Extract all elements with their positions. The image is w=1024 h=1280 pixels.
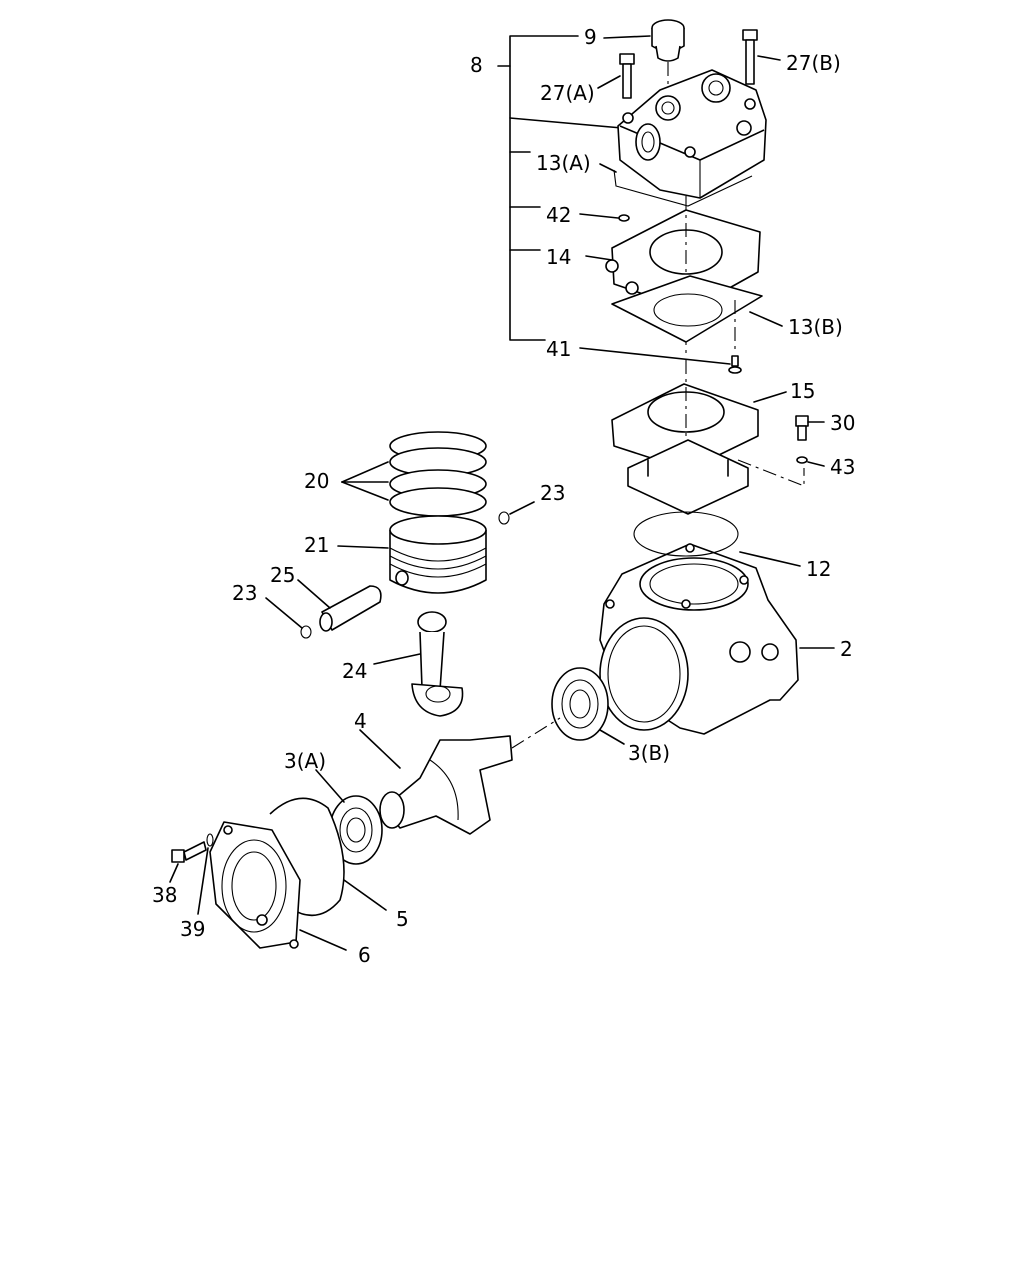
end-cover-6-part [209,821,347,951]
label-27b: 27(B) [786,51,841,75]
piston-pin-25-part [297,579,382,632]
label-38: 38 [152,883,177,907]
cylinder-15-part [611,360,787,515]
snap-ring-23-left-part [265,597,312,639]
gasket-12-part [633,511,801,567]
label-27a: 27(A) [540,81,595,105]
label-23-left: 23 [232,581,257,605]
crankcase-2-part [599,543,835,735]
label-2: 2 [840,637,853,661]
label-24: 24 [342,659,367,683]
label-6: 6 [358,943,371,967]
bolt-27b-part [742,29,781,85]
label-20: 20 [304,469,329,493]
label-5: 5 [396,907,409,931]
label-8: 8 [470,53,483,77]
piston-rings-20-part [341,431,487,517]
connecting-rod-24-part [373,611,464,717]
label-4: 4 [354,709,367,733]
group-8-bracket [497,35,623,341]
piston-21-part [337,515,487,594]
washer-42-part [579,213,630,222]
crankshaft-4-part [359,717,561,835]
label-30: 30 [830,411,855,435]
filler-cap-part [603,19,685,98]
label-39: 39 [180,917,205,941]
cylinder-head-part [617,69,767,199]
bolt-27a-part [597,53,635,99]
label-42: 42 [546,203,571,227]
label-13a: 13(A) [536,151,591,175]
washer-39-part [197,833,214,915]
label-21: 21 [304,533,329,557]
screw-41-part [579,300,742,374]
bearing-3b-part [551,667,625,745]
bolt-30-part [795,415,825,441]
label-3a: 3(A) [284,749,326,773]
gasket-13b-part [611,275,783,343]
washer-43-part [737,456,825,487]
label-15: 15 [790,379,815,403]
label-12: 12 [806,557,831,581]
label-3b: 3(B) [628,741,670,765]
label-9: 9 [584,25,597,49]
label-14: 14 [546,245,571,269]
label-25: 25 [270,563,295,587]
part-labels: 9 8 27(A) 27(B) 13(A) 42 14 13(B) 41 15 … [152,25,855,967]
label-13b: 13(B) [788,315,843,339]
label-41: 41 [546,337,571,361]
label-23-right: 23 [540,481,565,505]
snap-ring-23-right-part [498,501,535,525]
bearing-3a-part [315,769,383,865]
gasket-13a-part [599,163,753,207]
bolt-38-part [169,841,207,883]
label-43: 43 [830,455,855,479]
